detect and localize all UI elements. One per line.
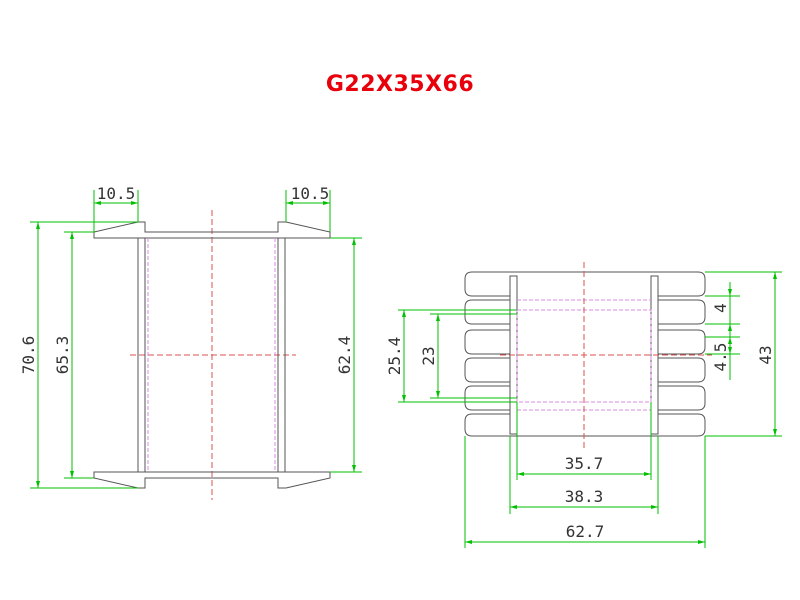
- bottom-flange: [93, 471, 331, 489]
- right-wall: [277, 237, 286, 473]
- dim-flange-inner-height: 65.3: [53, 336, 72, 375]
- comb-outline: [464, 271, 706, 437]
- dim-flange-depth-left: 10.5: [97, 184, 136, 203]
- dim-wall-width: 38.3: [565, 487, 604, 506]
- dim-winding-height: 62.4: [335, 336, 354, 375]
- dim-flange-depth-right: 10.5: [291, 184, 330, 203]
- left-wall: [137, 237, 146, 473]
- dim-overall-width: 62.7: [566, 522, 605, 541]
- top-flange: [93, 221, 331, 239]
- top-view: 25.4 23 4 4.5: [385, 262, 782, 548]
- dim-slot-width: 4: [711, 303, 730, 313]
- part-number-title: G22X35X66: [325, 72, 475, 97]
- dim-window-height-outer: 25.4: [385, 337, 404, 376]
- dim-slot-pitch: 4.5: [711, 343, 730, 372]
- dim-overall-height-top: 43: [756, 345, 775, 364]
- dim-overall-height: 70.6: [19, 336, 38, 375]
- side-view: 10.5 10.5 70.6 65.3: [19, 184, 362, 500]
- dim-inner-width: 35.7: [565, 454, 604, 473]
- dim-window-height-inner: 23: [419, 346, 438, 365]
